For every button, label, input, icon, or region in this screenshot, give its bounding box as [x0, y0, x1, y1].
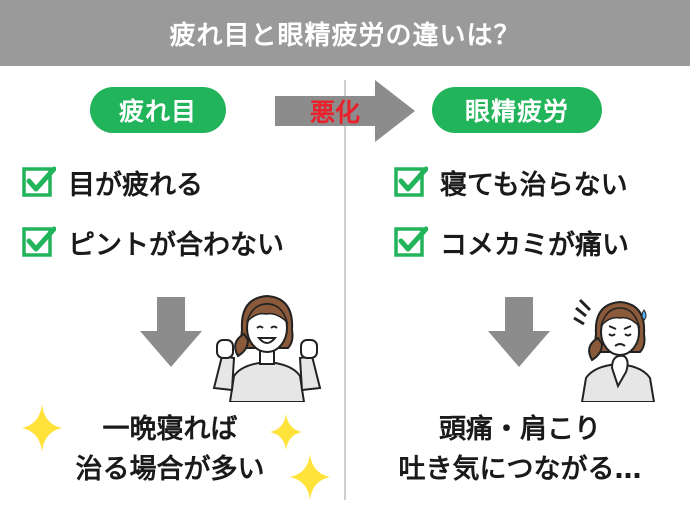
title-bar: 疲れ目と眼精疲労の違いは？	[0, 0, 690, 66]
right-result-line1: 頭痛・肩こり	[439, 414, 601, 445]
sparkle-icon	[270, 414, 302, 450]
right-check-1-label: 寝ても治らない	[440, 169, 628, 201]
worsen-label: 悪化	[309, 98, 360, 127]
worsen-arrow: 悪化	[275, 80, 415, 142]
sparkle-icon	[22, 404, 62, 452]
right-down-arrow-icon	[488, 297, 550, 367]
left-check-1-label: 目が疲れる	[68, 169, 203, 201]
left-result-line2: 治る場合が多い	[75, 454, 265, 485]
left-check-2-label: ピントが合わない	[68, 229, 284, 261]
left-result-line1: 一晩寝れば	[102, 414, 238, 445]
checkbox-checked-icon	[394, 166, 428, 197]
checkbox-checked-icon	[22, 166, 56, 197]
right-arrow-icon	[275, 80, 415, 142]
center-divider	[344, 80, 346, 500]
right-heading-pill: 眼精疲労	[432, 87, 602, 133]
right-heading: 眼精疲労	[464, 97, 569, 126]
left-check-2: ピントが合わない	[22, 222, 284, 262]
tired-woman-illustration	[573, 298, 656, 402]
left-check-1: 目が疲れる	[22, 162, 203, 202]
left-result: 一晩寝れば 治る場合が多い	[40, 410, 300, 490]
right-result-line2: 吐き気につながる…	[398, 454, 642, 485]
checkbox-checked-icon	[22, 226, 56, 257]
left-down-arrow-icon	[140, 297, 202, 367]
page-title: 疲れ目と眼精疲労の違いは？	[169, 20, 521, 51]
right-check-2: コメカミが痛い	[394, 222, 629, 262]
left-heading: 疲れ目	[118, 97, 197, 126]
right-result: 頭痛・肩こり 吐き気につながる…	[370, 410, 670, 490]
left-heading-pill: 疲れ目	[90, 87, 226, 133]
right-check-2-label: コメカミが痛い	[440, 229, 629, 261]
right-check-1: 寝ても治らない	[394, 162, 628, 202]
checkbox-checked-icon	[394, 226, 428, 257]
sparkle-icon	[290, 454, 330, 500]
happy-woman-illustration	[212, 294, 322, 402]
